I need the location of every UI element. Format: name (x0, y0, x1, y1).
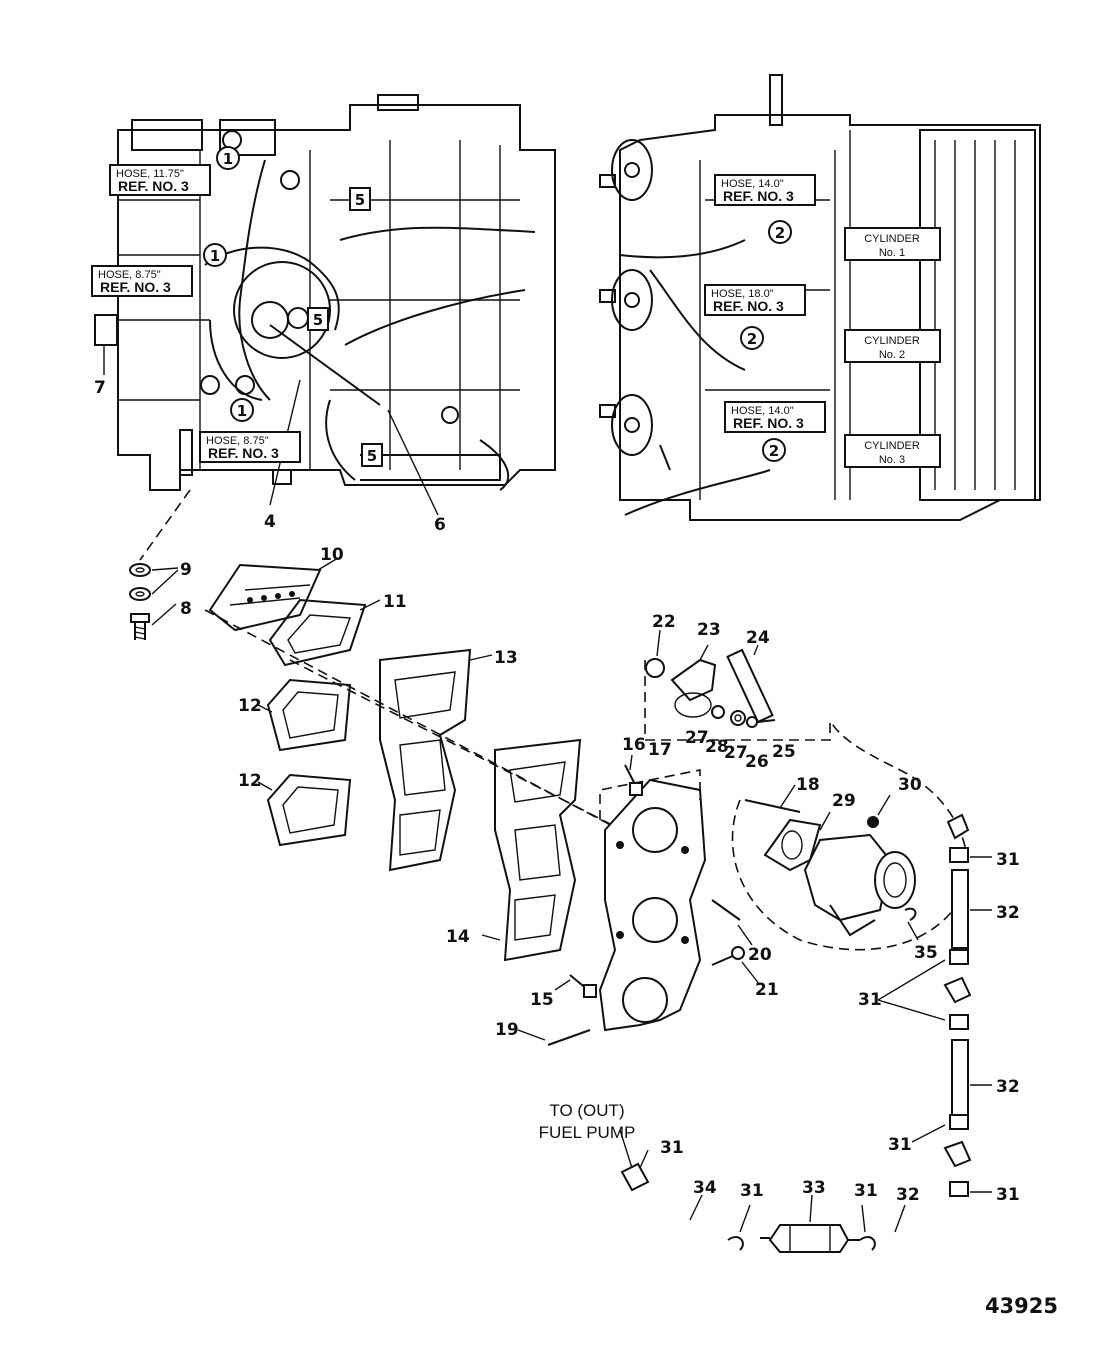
document-number: 43925 (985, 1294, 1058, 1318)
callout-label: 26 (745, 752, 769, 772)
circled-ref: 2 (775, 224, 785, 242)
callout-label: 13 (494, 648, 518, 668)
callout-label: 29 (832, 791, 856, 811)
callout-label: 31 (996, 1185, 1020, 1205)
callout-label: 32 (996, 1077, 1020, 1097)
cylinder-number: No. 1 (879, 247, 905, 259)
reed-block-assembly (129, 557, 701, 962)
cylinder-label: CYLINDER No. 1 (844, 227, 941, 261)
circled-ref: 2 (747, 330, 757, 348)
hose-label: HOSE, 14.0" REF. NO. 3 (724, 401, 826, 433)
callout-label: 32 (896, 1185, 920, 1205)
callout-label: 12 (238, 696, 262, 716)
hose-label: HOSE, 8.75" REF. NO. 3 (199, 431, 301, 463)
boxed-ref: 5 (355, 191, 365, 209)
left-engine-block (94, 94, 556, 561)
callout-label: 11 (383, 592, 407, 612)
hose-ref: REF. NO. 3 (100, 279, 171, 295)
callout-label: 33 (802, 1178, 826, 1198)
boxed-ref: 5 (367, 447, 377, 465)
callout-label: 10 (320, 545, 344, 565)
callout-label: 20 (748, 945, 772, 965)
right-engine-block (599, 74, 1041, 521)
cylinder-number: No. 3 (879, 454, 905, 466)
hose-label: HOSE, 11.75" REF. NO. 3 (109, 164, 211, 196)
callout-label: 9 (180, 560, 192, 580)
circled-ref-group: 1 1 1 2 2 2 (203, 146, 792, 462)
cylinder-title: CYLINDER (864, 440, 920, 452)
callout-label: 25 (772, 742, 796, 762)
circled-ref: 1 (223, 150, 233, 168)
hose-label: HOSE, 8.75" REF. NO. 3 (91, 265, 193, 297)
callout-label: 23 (697, 620, 721, 640)
callout-label: 27 (724, 743, 748, 763)
hose-ref: REF. NO. 3 (713, 298, 784, 314)
hose-ref: REF. NO. 3 (208, 445, 279, 461)
callout-label: 30 (898, 775, 922, 795)
fuel-pump-label: TO (OUT) FUEL PUMP (539, 1101, 636, 1142)
callout-label: 4 (264, 512, 276, 532)
callout-label: 18 (796, 775, 820, 795)
callout-label: 31 (854, 1181, 878, 1201)
callout-label: 34 (693, 1178, 717, 1198)
callout-label: 32 (996, 903, 1020, 923)
fuel-pump-label-line2: FUEL PUMP (539, 1123, 636, 1142)
cylinder-title: CYLINDER (864, 335, 920, 347)
circled-ref: 1 (237, 402, 247, 420)
intake-manifold-assembly (517, 629, 969, 1046)
hose-label-group: HOSE, 11.75" REF. NO. 3 HOSE, 8.75" REF.… (91, 164, 826, 463)
hose-length: HOSE, 18.0" (711, 288, 774, 300)
boxed-ref: 5 (313, 311, 323, 329)
callout-label: 12 (238, 771, 262, 791)
fuel-pump-label-line1: TO (OUT) (549, 1101, 624, 1120)
cylinder-number: No. 2 (879, 349, 905, 361)
hose-ref: REF. NO. 3 (118, 178, 189, 194)
circled-ref: 2 (769, 442, 779, 460)
callout-label: 31 (740, 1181, 764, 1201)
cylinder-label: CYLINDER No. 3 (844, 434, 941, 468)
callout-label: 24 (746, 628, 770, 648)
hose-label: HOSE, 14.0" REF. NO. 3 (714, 174, 816, 206)
hose-ref: REF. NO. 3 (733, 415, 804, 431)
fuel-line-assembly (619, 813, 992, 1253)
cylinder-label-group: CYLINDER No. 1 CYLINDER No. 2 CYLINDER N… (844, 227, 941, 468)
boxed-ref-group: 5 5 5 (307, 187, 383, 467)
callout-label: 15 (530, 990, 554, 1010)
hose-length: HOSE, 8.75" (206, 435, 269, 447)
callout-label: 31 (996, 850, 1020, 870)
callout-label: 31 (660, 1138, 684, 1158)
callout-label: 28 (705, 737, 729, 757)
callout-label: 22 (652, 612, 676, 632)
hose-ref: REF. NO. 3 (723, 188, 794, 204)
callout-label: 16 (622, 735, 646, 755)
hose-length: HOSE, 14.0" (731, 405, 794, 417)
callout-label: 27 (685, 728, 709, 748)
callout-label: 17 (648, 740, 672, 760)
hose-length: HOSE, 11.75" (116, 168, 184, 180)
callout-label: 14 (446, 927, 470, 947)
hose-length: HOSE, 14.0" (721, 178, 784, 190)
callout-label: 21 (755, 980, 779, 1000)
hose-length: HOSE, 8.75" (98, 269, 161, 281)
cylinder-title: CYLINDER (864, 233, 920, 245)
callout-group: 4 6 7 8 9 10 11 12 12 13 14 15 16 17 18 … (94, 378, 1020, 1205)
callout-label: 19 (495, 1020, 519, 1040)
hose-label: HOSE, 18.0" REF. NO. 3 (704, 284, 806, 316)
callout-label: 35 (914, 943, 938, 963)
callout-label: 6 (434, 515, 446, 535)
callout-label: 31 (888, 1135, 912, 1155)
callout-label: 8 (180, 599, 192, 619)
cylinder-label: CYLINDER No. 2 (844, 329, 941, 363)
callout-label: 31 (858, 990, 882, 1010)
circled-ref: 1 (210, 247, 220, 265)
callout-label: 7 (94, 378, 106, 398)
